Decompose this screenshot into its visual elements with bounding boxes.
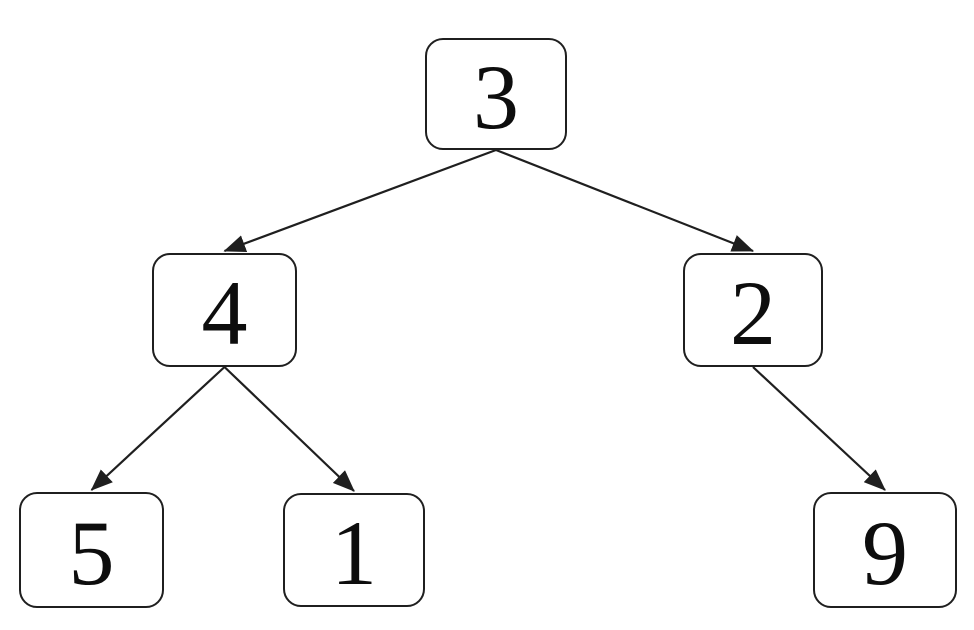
- edge-3-to-2: [495, 148, 755, 253]
- edge-4-to-5: [90, 366, 226, 491]
- node-label: 3: [473, 46, 519, 148]
- edge-2-to-9: [752, 366, 886, 491]
- tree-node-2: 2: [683, 253, 823, 367]
- tree-node-5: 5: [19, 492, 164, 608]
- tree-node-3: 3: [425, 38, 567, 150]
- tree-node-9: 9: [813, 492, 957, 608]
- node-label: 4: [201, 262, 248, 364]
- edges: [90, 148, 886, 492]
- node-label: 2: [730, 262, 776, 364]
- tree-node-1: 1: [283, 493, 425, 607]
- tree-node-4: 4: [152, 253, 297, 367]
- node-label: 5: [68, 502, 115, 604]
- edge-3-to-4: [223, 148, 497, 253]
- edge-4-to-1: [223, 366, 355, 492]
- node-label: 9: [862, 502, 908, 604]
- node-label: 1: [331, 502, 377, 604]
